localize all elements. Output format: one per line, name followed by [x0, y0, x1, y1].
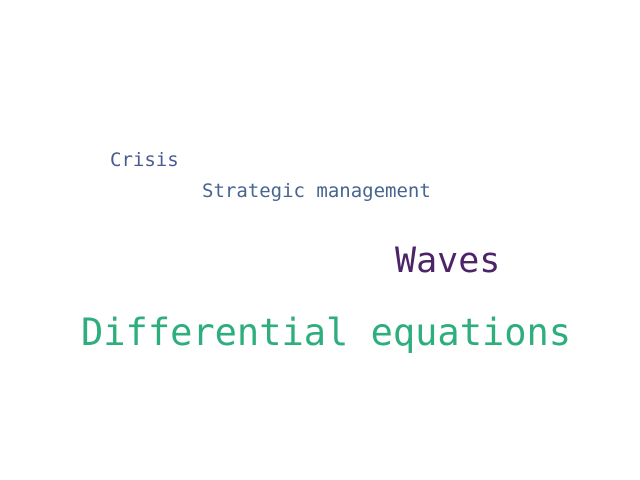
word-crisis: Crisis [110, 149, 179, 171]
word-strategic-management: Strategic management [202, 180, 431, 202]
word-waves: Waves [395, 241, 501, 281]
word-differential-equations: Differential equations [81, 311, 572, 354]
